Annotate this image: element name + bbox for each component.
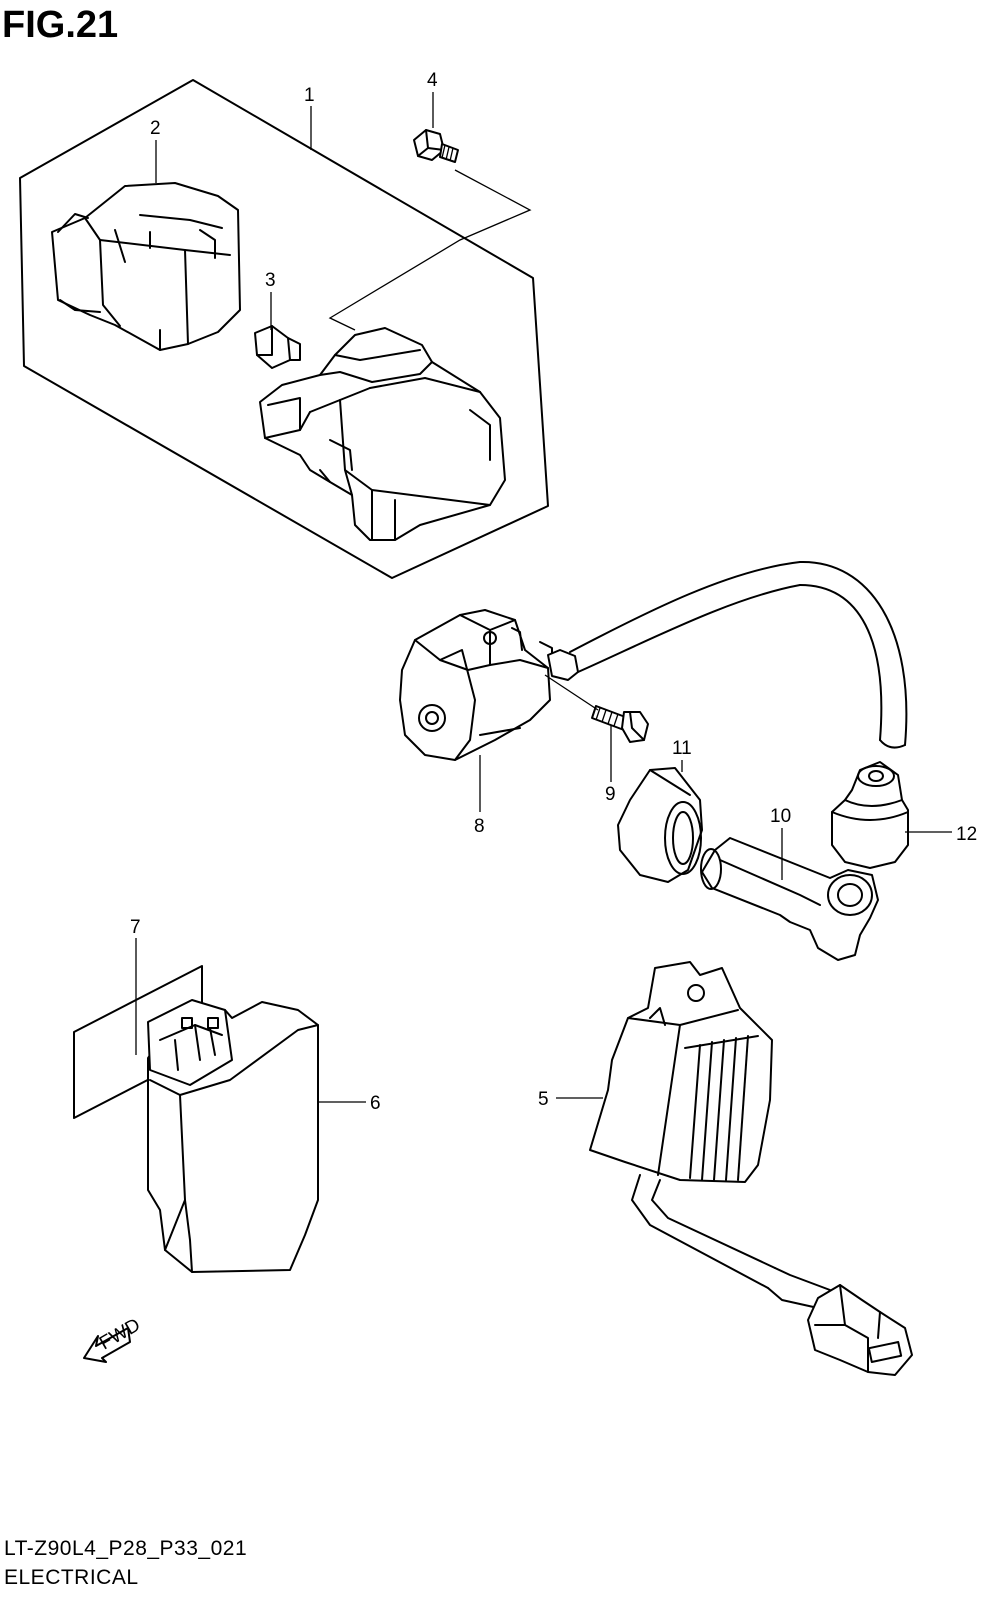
- section-title: ELECTRICAL: [4, 1566, 139, 1589]
- part-10-spark-plug-cap[interactable]: [700, 837, 879, 961]
- callout-11: 11: [672, 738, 692, 759]
- callout-1: 1: [304, 85, 315, 106]
- part-2-relay-cover[interactable]: [51, 182, 241, 351]
- part-4-bolt[interactable]: [413, 129, 459, 163]
- callout-10: 10: [770, 806, 791, 827]
- assembly-1-frame: [19, 79, 549, 579]
- part-3-fuse[interactable]: [254, 325, 301, 369]
- part-9-bolt[interactable]: [591, 705, 649, 743]
- leader-lines: [135, 92, 952, 1103]
- callout-6: 6: [370, 1093, 381, 1114]
- starter-relay[interactable]: [259, 327, 506, 541]
- figure-title: FIG.21: [2, 4, 119, 46]
- callout-7: 7: [130, 917, 141, 938]
- callout-12: 12: [956, 824, 977, 845]
- callout-5: 5: [538, 1089, 549, 1110]
- diagram-code: LT-Z90L4_P28_P33_021: [4, 1537, 248, 1560]
- part-12-cap[interactable]: [831, 761, 909, 869]
- leader-4-bolt: [328, 169, 532, 331]
- callout-8: 8: [474, 816, 485, 837]
- part-6-cdi-unit[interactable]: [147, 999, 319, 1273]
- part-11-grommet[interactable]: [617, 767, 703, 883]
- fwd-arrow-icon: [83, 1327, 131, 1363]
- callout-4: 4: [427, 70, 438, 91]
- part-8-ignition-coil[interactable]: [399, 560, 908, 761]
- callout-2: 2: [150, 118, 161, 139]
- part-5-regulator-rectifier[interactable]: [589, 961, 913, 1376]
- callout-3: 3: [265, 270, 276, 291]
- callout-9: 9: [605, 784, 616, 805]
- leader-9-bolt-line: [544, 674, 599, 711]
